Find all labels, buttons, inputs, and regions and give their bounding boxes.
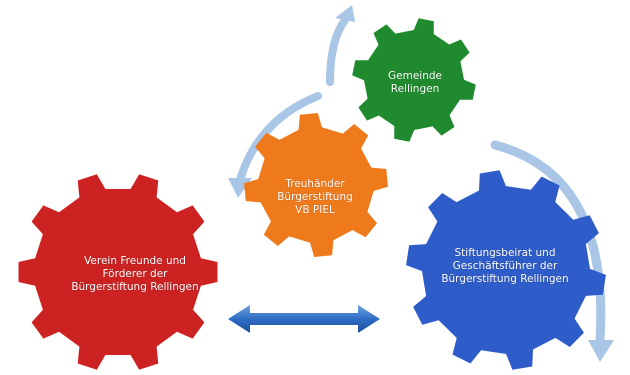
gear-blue bbox=[406, 170, 606, 370]
arrow-top-head bbox=[335, 5, 355, 22]
gear-green bbox=[352, 18, 476, 142]
gear-label-gemeinde: Gemeinde Rellingen bbox=[388, 70, 442, 95]
arrow-left-curve bbox=[236, 92, 322, 184]
arrow-top-curve bbox=[326, 16, 349, 86]
cycle-arrows bbox=[228, 5, 614, 362]
gear-orange bbox=[244, 113, 388, 257]
gear-label-treuhaender: Treuhänder Bürgerstiftung VB PIEL bbox=[277, 178, 353, 216]
gear-label-stiftungsbeirat: Stiftungsbeirat und Geschäftsführer der … bbox=[441, 247, 569, 285]
arrow-right-head bbox=[588, 340, 614, 362]
gear-label-verein: Verein Freunde und Förderer der Bürgerst… bbox=[71, 255, 199, 293]
gear-red bbox=[18, 174, 218, 370]
double-arrow bbox=[228, 305, 380, 333]
arrow-right-curve bbox=[490, 140, 606, 345]
